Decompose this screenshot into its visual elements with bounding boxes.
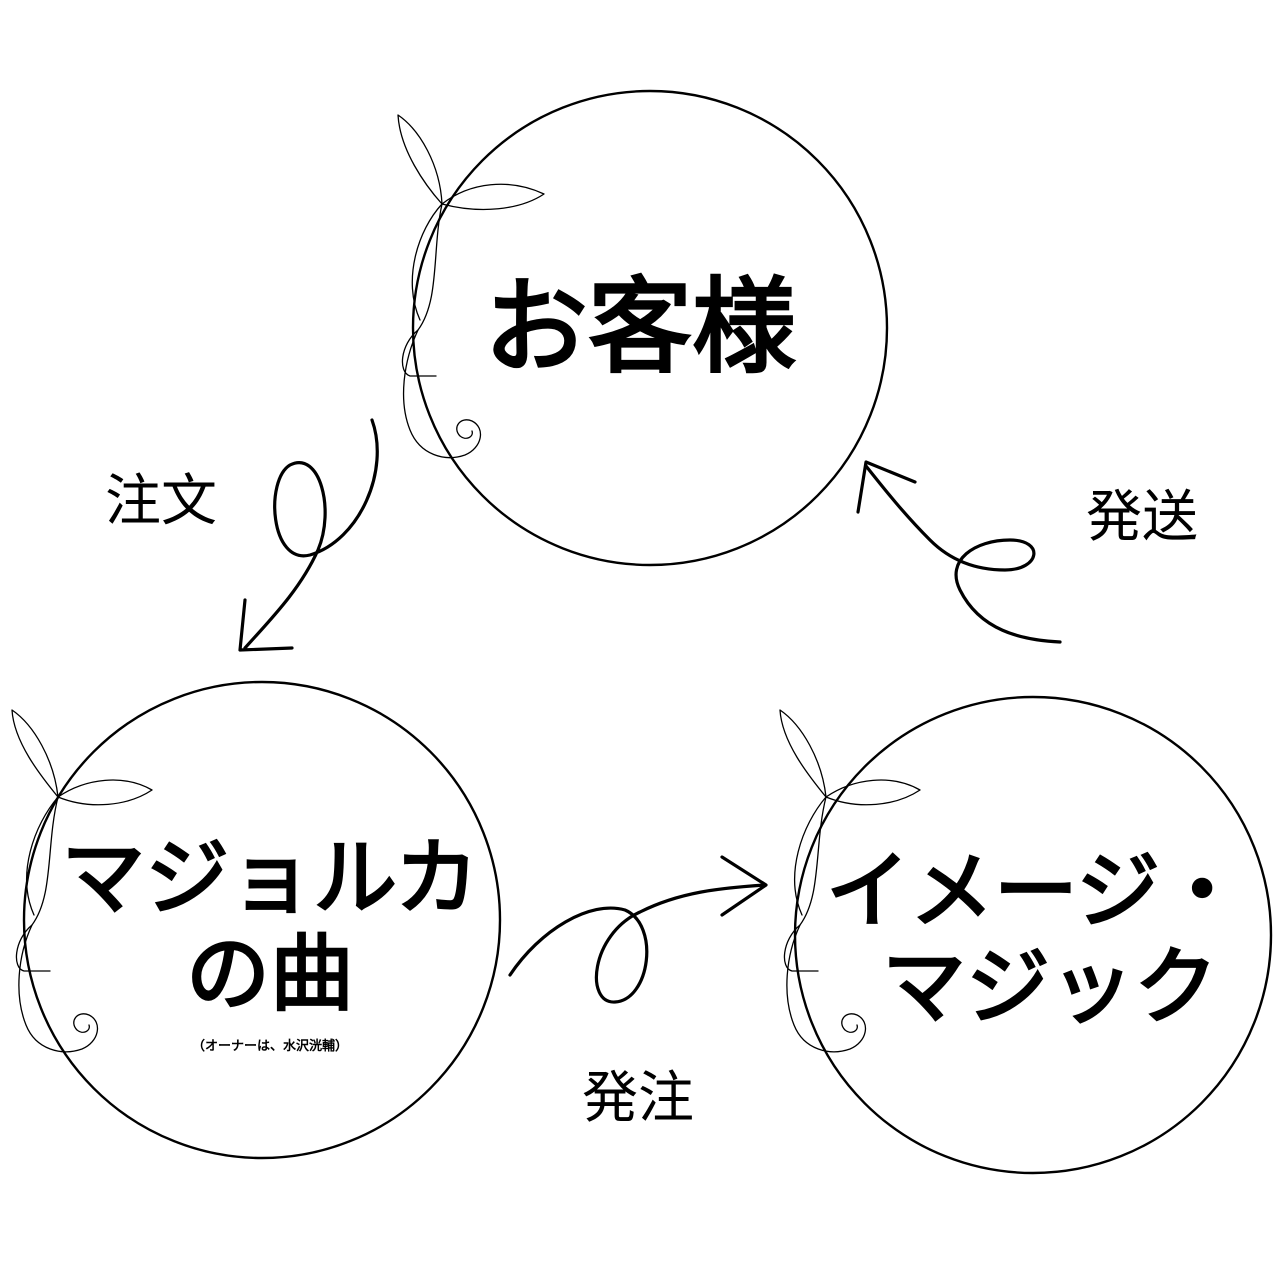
majoruka-owner-note: （オーナーは、水沢洸輔） bbox=[192, 1038, 348, 1054]
image-magic-label-line2: マジック bbox=[882, 938, 1218, 1036]
edge-ship: 発送 bbox=[856, 460, 1198, 644]
edge-order-label: 注文 bbox=[105, 469, 217, 534]
majoruka-label-line2: の曲 bbox=[186, 925, 354, 1023]
node-customer: お客様 bbox=[397, 89, 889, 567]
node-majoruka: マジョルカ の曲 （オーナーは、水沢洸輔） bbox=[11, 680, 502, 1160]
majoruka-circle bbox=[22, 680, 502, 1160]
image-magic-circle bbox=[793, 695, 1273, 1175]
customer-vine-ornament bbox=[397, 114, 545, 459]
edge-place-order-label: 発注 bbox=[582, 1066, 694, 1131]
edge-order-arrowhead bbox=[238, 598, 294, 652]
edge-ship-arrow bbox=[864, 464, 1062, 644]
edge-place-order: 発注 bbox=[508, 855, 768, 1131]
edge-ship-arrowhead bbox=[856, 460, 917, 514]
customer-circle bbox=[411, 89, 889, 567]
edge-ship-label: 発送 bbox=[1086, 485, 1198, 550]
edge-place-order-arrowhead bbox=[720, 855, 768, 917]
edge-order-arrow bbox=[243, 418, 379, 650]
edge-order: 注文 bbox=[105, 418, 379, 652]
majoruka-vine-ornament bbox=[11, 709, 153, 1053]
edge-place-order-arrow bbox=[508, 883, 767, 1004]
image-magic-label-line1: イメージ・ bbox=[826, 842, 1244, 940]
majoruka-label-line1: マジョルカ bbox=[61, 829, 478, 927]
node-image-magic: イメージ・ マジック bbox=[779, 695, 1273, 1175]
image-magic-vine-ornament bbox=[779, 709, 921, 1053]
customer-label: お客様 bbox=[484, 266, 797, 388]
